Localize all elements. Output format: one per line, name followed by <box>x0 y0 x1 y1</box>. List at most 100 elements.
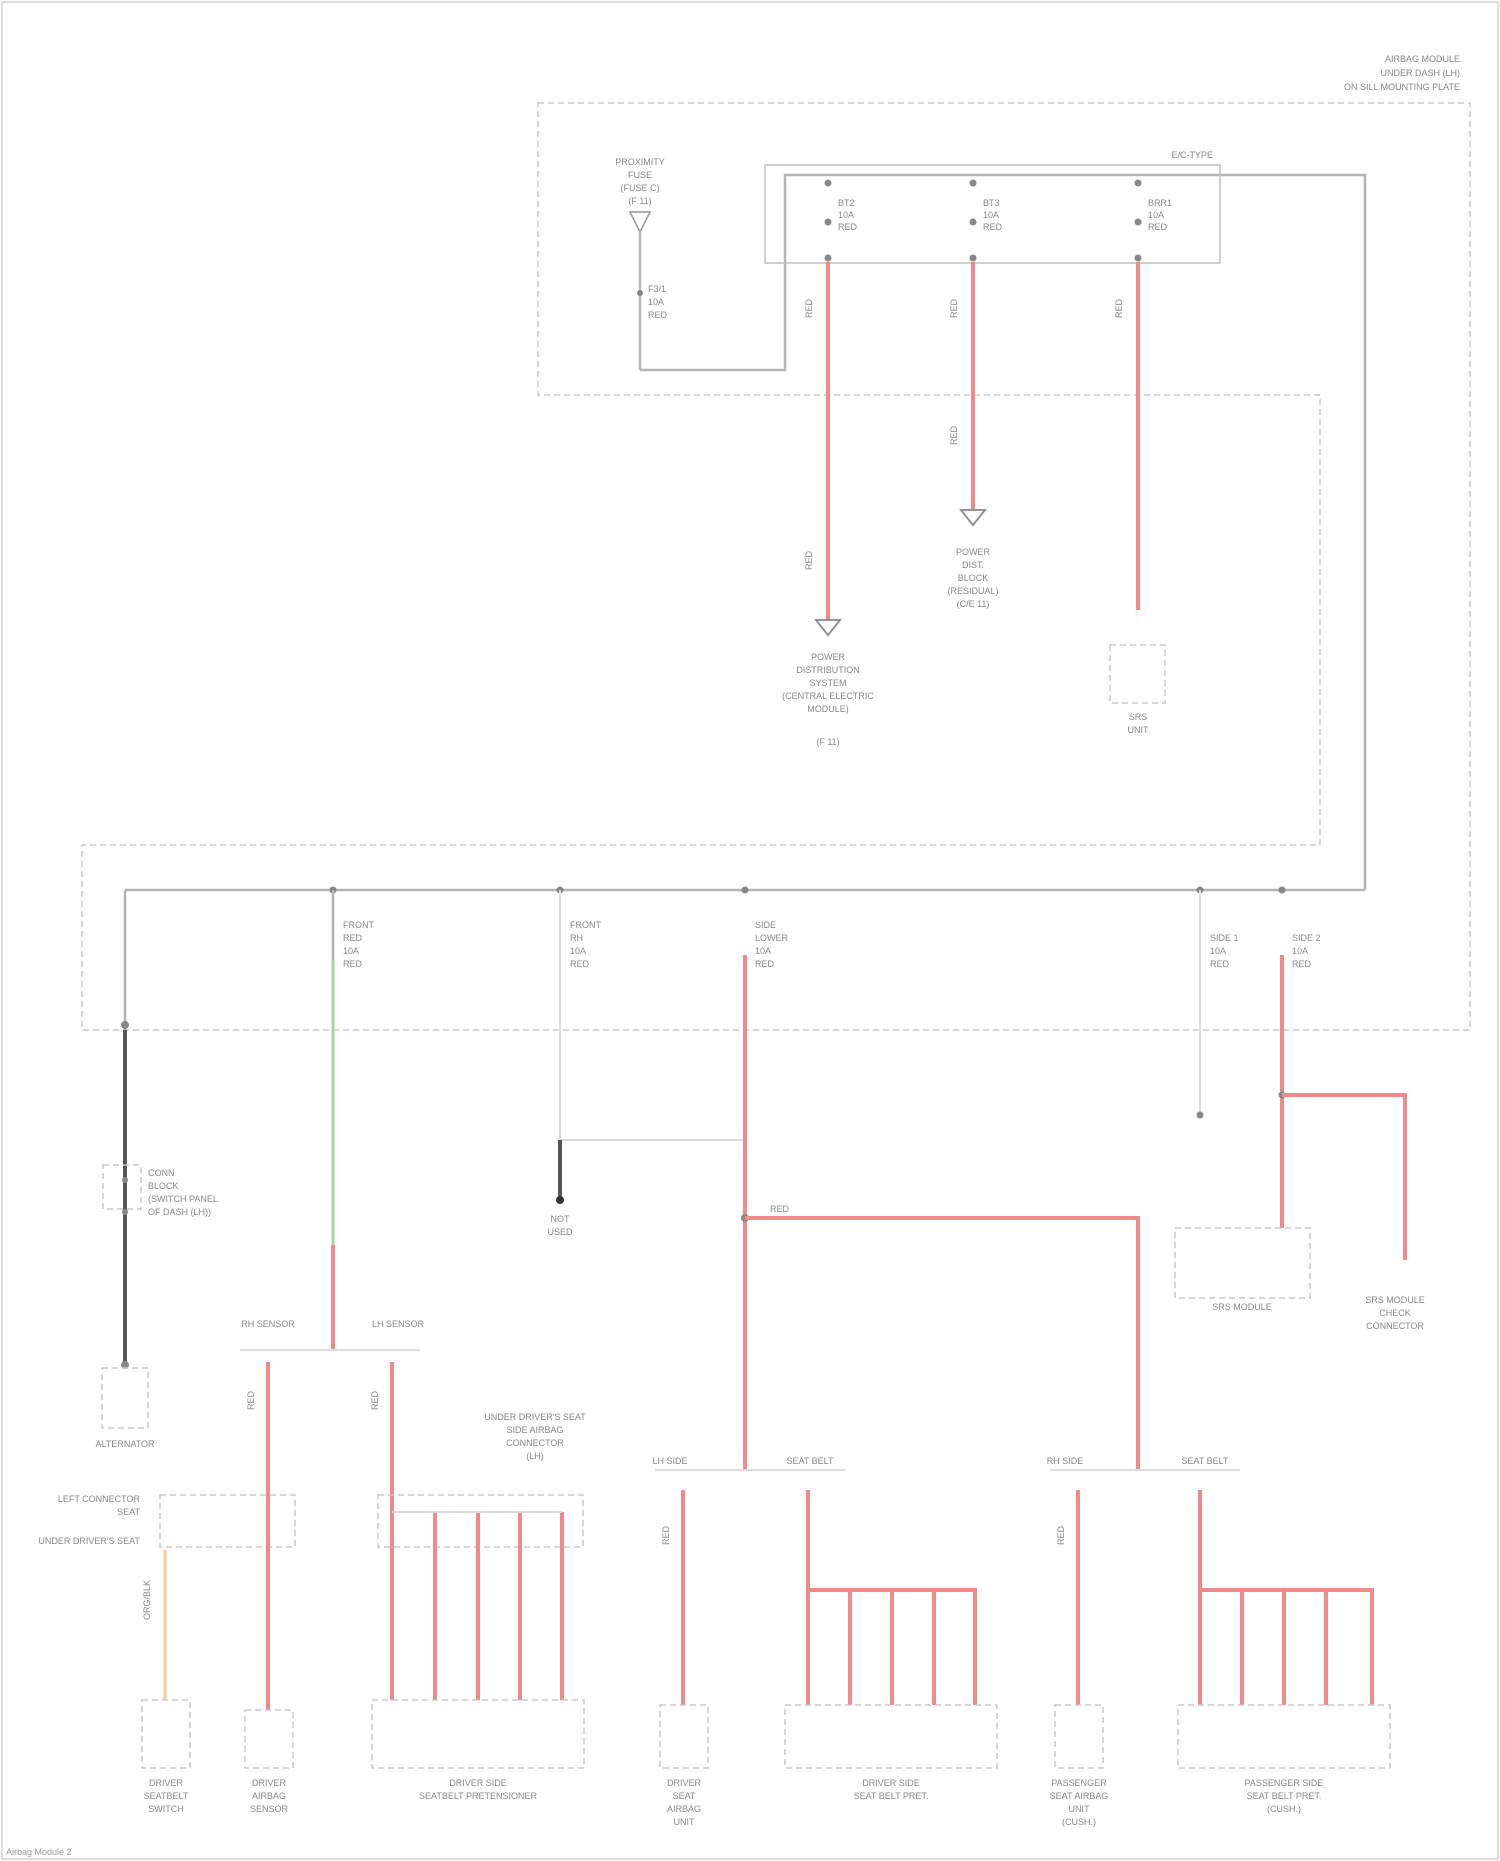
not-used-label-1: NOT <box>551 1214 571 1224</box>
sensor-left-label: RH SENSOR <box>241 1319 295 1329</box>
text: BLOCK <box>958 573 989 583</box>
pin-group-2: BT3 10A RED <box>970 180 1003 262</box>
corner-note-2: UNDER DASH (LH) <box>1380 68 1460 78</box>
text: 10A <box>1210 946 1226 956</box>
text: RED <box>343 959 363 969</box>
left-conn-label-1: LEFT CONNECTOR <box>58 1494 141 1504</box>
component-label-7: PASSENGER SIDE SEAT BELT PRET. (CUSH.) <box>1245 1778 1324 1814</box>
pin-dot <box>825 180 832 187</box>
wire-tag: RED <box>1114 298 1124 318</box>
ground-icon <box>816 620 840 635</box>
text: DRIVER SIDE <box>862 1778 920 1788</box>
splice-box <box>103 1165 141 1209</box>
wire-tag: RED <box>804 550 814 570</box>
pin-dot <box>1135 180 1142 187</box>
pin2-label-b: 10A <box>983 210 999 220</box>
wire-node <box>1197 1112 1204 1119</box>
proximity-label-1: PROXIMITY <box>615 157 665 167</box>
text: POWER <box>811 652 846 662</box>
bus-node <box>742 887 749 894</box>
text: 10A <box>570 946 586 956</box>
text: LOWER <box>755 933 789 943</box>
pin-dot <box>970 219 977 226</box>
text: PASSENGER <box>1051 1778 1107 1788</box>
srs-unit-box <box>1110 645 1165 703</box>
text: SIDE <box>755 920 776 930</box>
text: SWITCH <box>148 1804 184 1814</box>
ground-left-label: POWER DISTRIBUTION SYSTEM (CENTRAL ELECT… <box>782 652 874 747</box>
pin-group-1: BT2 10A RED <box>825 180 858 262</box>
sensor-right-label: LH SENSOR <box>372 1319 425 1329</box>
ground-mid-label: POWER DIST. BLOCK (RESIDUAL) (C/E 11) <box>947 547 998 609</box>
wire-tag: RED <box>370 1390 380 1410</box>
text: SEAT BELT PRET. <box>1247 1791 1322 1801</box>
wire-node <box>121 1021 129 1029</box>
text: (RESIDUAL) <box>947 586 998 596</box>
component-driver-belt-switch <box>142 1700 190 1768</box>
text: 10A <box>343 946 359 956</box>
text: DRIVER <box>252 1778 287 1788</box>
component-label-2: DRIVER AIRBAG SENSOR <box>250 1778 289 1814</box>
text: SEATBELT <box>144 1791 189 1801</box>
sub-label-right: SEAT BELT <box>1181 1456 1229 1466</box>
text: RED <box>343 933 363 943</box>
pin-dot <box>825 255 832 262</box>
component-driver-pret <box>372 1700 584 1768</box>
connector-box-label: E/C-TYPE <box>1171 150 1213 160</box>
splice-label-2: BLOCK <box>148 1181 179 1191</box>
component-label-1: DRIVER SEATBELT SWITCH <box>144 1778 189 1814</box>
corner-note-3: ON SILL MOUNTING PLATE <box>1344 82 1460 92</box>
text: MODULE) <box>807 704 849 714</box>
text: SIDE 2 <box>1292 933 1321 943</box>
wire-red-check <box>1282 1095 1405 1260</box>
wire-tag: RED <box>949 298 959 318</box>
left-conn-label-2: SEAT <box>117 1507 140 1517</box>
pin3-label-a: BRR1 <box>1148 198 1172 208</box>
sub-label-left: LH SIDE <box>652 1456 687 1466</box>
text: RED <box>755 959 775 969</box>
text: DRIVER <box>149 1778 184 1788</box>
power-feed-wire <box>640 175 1365 890</box>
text: RH <box>570 933 583 943</box>
footer-label: Airbag Module 2 <box>6 1847 72 1857</box>
text: POWER <box>956 547 991 557</box>
pin1-label-a: BT2 <box>838 198 855 208</box>
pin1-label-c: RED <box>838 222 858 232</box>
srs-unit-label-2: UNIT <box>1128 725 1149 735</box>
pin2-label-a: BT3 <box>983 198 1000 208</box>
text: FRONT <box>570 920 601 930</box>
branch-label-5: SIDE 2 10A RED <box>1292 933 1321 969</box>
check-conn-label-2: CHECK <box>1379 1308 1411 1318</box>
text: DIST. <box>962 560 984 570</box>
srs-module-box <box>1175 1228 1310 1298</box>
text: SEAT AIRBAG <box>1050 1791 1109 1801</box>
text: DISTRIBUTION <box>796 665 860 675</box>
text: (F 11) <box>816 737 839 747</box>
splice-label-4: OF DASH (LH)) <box>148 1207 211 1217</box>
right-conn-label-1: UNDER DRIVER'S SEAT <box>484 1412 586 1422</box>
text: (C/E 11) <box>957 599 990 609</box>
text: UNIT <box>674 1817 695 1827</box>
text: (CUSH.) <box>1062 1817 1096 1827</box>
right-connector-box <box>378 1495 583 1547</box>
text: PASSENGER SIDE <box>1245 1778 1324 1788</box>
branch-label-2: FRONT RH 10A RED <box>570 920 601 969</box>
branch-label-4: SIDE 1 10A RED <box>1210 933 1239 969</box>
check-conn-label-3: CONNECTOR <box>1366 1321 1424 1331</box>
wire-red-right <box>745 1218 1138 1470</box>
srs-unit-label-1: SRS <box>1129 712 1148 722</box>
component-driver-airbag-sensor <box>245 1710 293 1768</box>
wire-tag: RED <box>246 1390 256 1410</box>
pin-dot <box>1135 255 1142 262</box>
text: AIRBAG <box>252 1791 286 1801</box>
pin-dot <box>970 180 977 187</box>
text: SYSTEM <box>809 678 846 688</box>
branch-label-1: FRONT RED 10A RED <box>343 920 374 969</box>
splice-label-1: CONN <box>148 1168 175 1178</box>
pin-dot <box>825 219 832 226</box>
alternator-label: ALTERNATOR <box>95 1439 155 1449</box>
text: SEAT <box>673 1791 696 1801</box>
sub-label-left: RH SIDE <box>1047 1456 1084 1466</box>
